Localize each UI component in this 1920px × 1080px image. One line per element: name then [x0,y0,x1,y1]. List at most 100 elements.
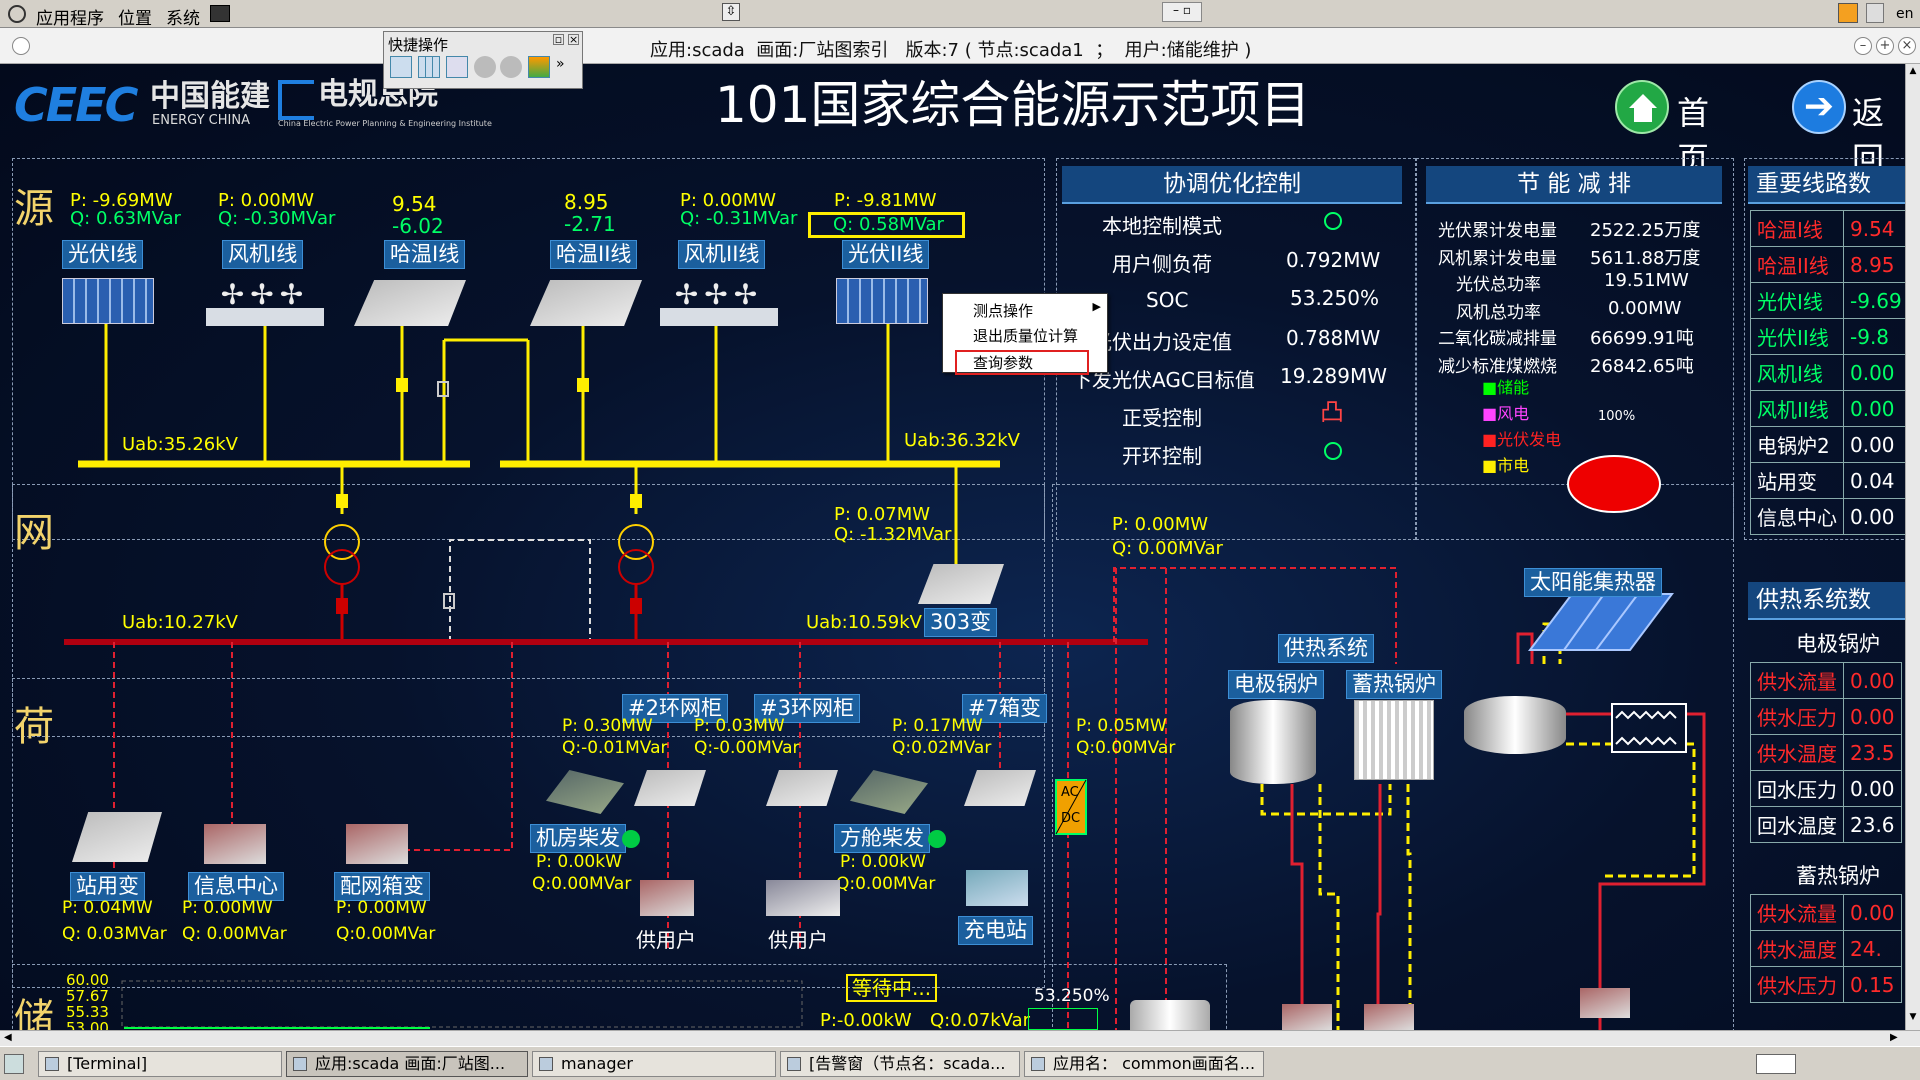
scroll-left-icon[interactable]: ◀ [4,1032,12,1043]
energy-frame [1416,158,1734,540]
coord-label-6: 开环控制 [1122,444,1202,468]
language-indicator[interactable]: en [1896,6,1914,22]
row-value: 0.00 [1843,354,1905,391]
sub303-label[interactable]: 303变 [924,608,998,638]
energy-value-3: 0.00MW [1608,298,1682,319]
switch-icon[interactable]: 凸 [1320,398,1344,426]
menu-places[interactable]: 位置 [118,9,152,29]
info-label[interactable]: 信息中心 [188,872,284,902]
task-common[interactable]: 应用名： common画面名... [1024,1051,1264,1077]
terminal-launcher-icon[interactable] [210,5,230,22]
ring2-label[interactable]: #2环网柜 [622,694,728,724]
quick-frame-icon[interactable] [446,56,468,78]
keyboard-icon[interactable] [1866,3,1884,23]
minimize-icon[interactable]: – [1854,37,1872,55]
quick-ops-toolbar: 快捷操作 ▫ × » [383,31,583,89]
energy-label-3: 风机总功率 [1456,303,1541,323]
menu-system[interactable]: 系统 [166,9,200,29]
heat-user-3-icon[interactable] [1580,988,1630,1018]
task-scada[interactable]: 应用:scada 画面:厂站图... [286,1051,528,1077]
restore-icon[interactable]: ⇳ [722,3,740,21]
heat-user-1-icon[interactable] [1282,1004,1332,1030]
menu-item-query-params[interactable]: 查询参数 [955,350,1089,375]
heat-system-label[interactable]: 供热系统 [1278,634,1374,664]
dist-label[interactable]: 配网箱变 [334,872,430,902]
quick-next-icon[interactable] [500,56,522,78]
local-mode-status-icon[interactable] [1324,212,1342,230]
quick-close-icon[interactable]: × [568,33,579,46]
sboiler-label[interactable]: 蓄热锅炉 [1346,670,1442,700]
close-icon[interactable]: × [1898,37,1916,55]
box7-label[interactable]: #7箱变 [962,694,1047,724]
quick-more-icon[interactable]: » [556,56,565,72]
ring3-label[interactable]: #3环网柜 [754,694,860,724]
electric-boiler-icon[interactable] [1230,700,1316,784]
energy-value-1: 5611.88万度 [1590,248,1701,269]
charging-station-icon[interactable] [966,870,1028,906]
sub303-icon[interactable] [918,564,1004,604]
pv2-q-selected[interactable]: Q: 0.58MVar [808,212,965,238]
task-alarm[interactable]: [告警窗（节点名：scada... [780,1051,1020,1077]
quick-prev-icon[interactable] [474,56,496,78]
storage-boiler-icon[interactable] [1354,700,1434,780]
menu-item-point-ops[interactable]: 测点操作 [973,302,1034,320]
quick-grid-icon[interactable] [418,56,440,78]
gen2-label[interactable]: 方舱柴发 [834,824,930,854]
window-menu-icon[interactable] [12,37,30,55]
charge-label[interactable]: 充电站 [958,916,1033,946]
solar-tank-icon[interactable] [1464,696,1566,754]
quick-restore-icon[interactable]: ▫ [553,33,564,46]
storage-tank-icon [1130,1000,1210,1030]
energy-value-2: 19.51MW [1604,270,1689,291]
info-center-building-icon[interactable] [204,824,266,864]
heat-user-2-icon[interactable] [1364,1004,1414,1030]
row-name: 哈温II线 [1750,246,1844,283]
ring3-cabinet-icon[interactable] [766,770,838,806]
station-label[interactable]: 站用变 [70,872,145,902]
solar-collector-label[interactable]: 太阳能集热器 [1524,568,1662,598]
pv1-label[interactable]: 光伏I线 [62,240,144,270]
user1-building-icon[interactable] [640,880,694,916]
pv2-panel-icon[interactable] [836,278,928,324]
coord-value-1: 0.792MW [1286,248,1381,272]
open-loop-status-icon[interactable] [1324,442,1342,460]
logo2-en: China Electric Power Planning & Engineer… [278,119,492,128]
hw2-substation-icon[interactable] [530,280,642,326]
user2-building-icon[interactable] [766,880,840,916]
task-manager[interactable]: manager [532,1051,776,1077]
scroll-up-icon[interactable]: ▲ [1909,66,1917,76]
eboiler-label[interactable]: 电极锅炉 [1228,670,1324,700]
show-desktop-icon[interactable] [4,1054,24,1074]
pv2-label[interactable]: 光伏II线 [842,240,930,270]
wind1-label[interactable]: 风机I线 [222,240,304,270]
quick-select-icon[interactable] [390,56,412,78]
hw1-substation-icon[interactable] [354,280,466,326]
menu-item-exit-quality[interactable]: 退出质量位计算 [973,327,1079,345]
maximize-icon[interactable]: + [1876,37,1894,55]
workspace-switcher[interactable] [1756,1054,1796,1074]
wind1-turbine-icon[interactable]: ✢✢✢ [206,278,324,326]
hw2-label[interactable]: 哈温II线 [550,240,638,270]
legend-pv: ■光伏发电 [1482,430,1562,449]
vertical-scrollbar[interactable]: ▲ ▼ [1905,64,1920,1030]
box7-transformer-icon[interactable] [964,770,1036,806]
app-menu-icon[interactable] [8,5,26,23]
wind2-label[interactable]: 风机II线 [678,240,766,270]
ring2-cabinet-icon[interactable] [634,770,706,806]
hw1-label[interactable]: 哈温I线 [384,240,466,270]
task-terminal[interactable]: [Terminal] [38,1051,282,1077]
window-controls[interactable]: – ▫ [1162,2,1202,22]
wind2-turbine-icon[interactable]: ✢✢✢ [660,278,778,326]
quick-color-icon[interactable] [528,56,550,78]
horizontal-scrollbar[interactable]: ◀ ▶ [0,1030,1920,1046]
station-transformer-icon[interactable] [72,812,162,862]
tray-icon[interactable] [1838,3,1858,23]
scroll-down-icon[interactable]: ▼ [1909,1012,1917,1022]
scroll-right-icon[interactable]: ▶ [1890,1032,1898,1043]
menu-applications[interactable]: 应用程序 [36,9,104,29]
pv1-panel-icon[interactable] [62,278,154,324]
dist-box-icon[interactable] [346,824,408,864]
gen1-label[interactable]: 机房柴发 [530,824,626,854]
